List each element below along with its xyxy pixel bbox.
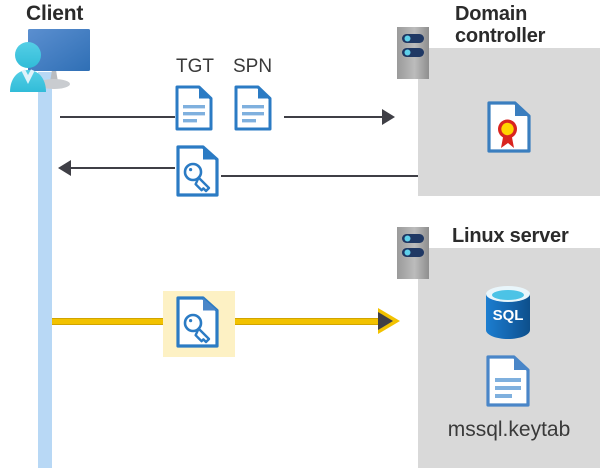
sql-database-icon: SQL	[484, 285, 532, 339]
tgt-label: TGT	[176, 56, 214, 77]
flow-response-arrowhead	[58, 160, 71, 176]
keytab-filename-label: mssql.keytab	[447, 418, 571, 441]
linux-server-title: Linux server	[452, 225, 569, 247]
flow-present-line-left	[52, 318, 165, 325]
flow-response-line-left	[71, 167, 175, 169]
tgt-document-icon	[175, 85, 213, 131]
spn-label: SPN	[233, 56, 273, 77]
client-workstation-icon	[6, 26, 98, 92]
server-rack-icon-linux	[397, 227, 429, 279]
flow-present-line-right	[232, 318, 380, 325]
keytab-document-icon	[486, 355, 530, 407]
spn-document-icon	[234, 85, 272, 131]
flow-request-arrowhead	[382, 109, 395, 125]
client-title: Client	[26, 2, 84, 25]
sql-database-label: SQL	[493, 307, 524, 324]
domain-controller-title: Domain controller	[455, 3, 546, 48]
ticket-key-document-icon	[176, 145, 220, 197]
flow-request-line-left	[60, 116, 175, 118]
client-lifeline	[38, 72, 52, 468]
certificate-document-icon	[487, 101, 531, 153]
server-rack-icon-dc	[397, 27, 429, 79]
flow-request-line-right	[284, 116, 382, 118]
flow-response-line-right	[221, 175, 418, 177]
ticket-key-document-icon-highlighted	[176, 296, 220, 348]
flow-present-arrowhead	[378, 312, 393, 330]
